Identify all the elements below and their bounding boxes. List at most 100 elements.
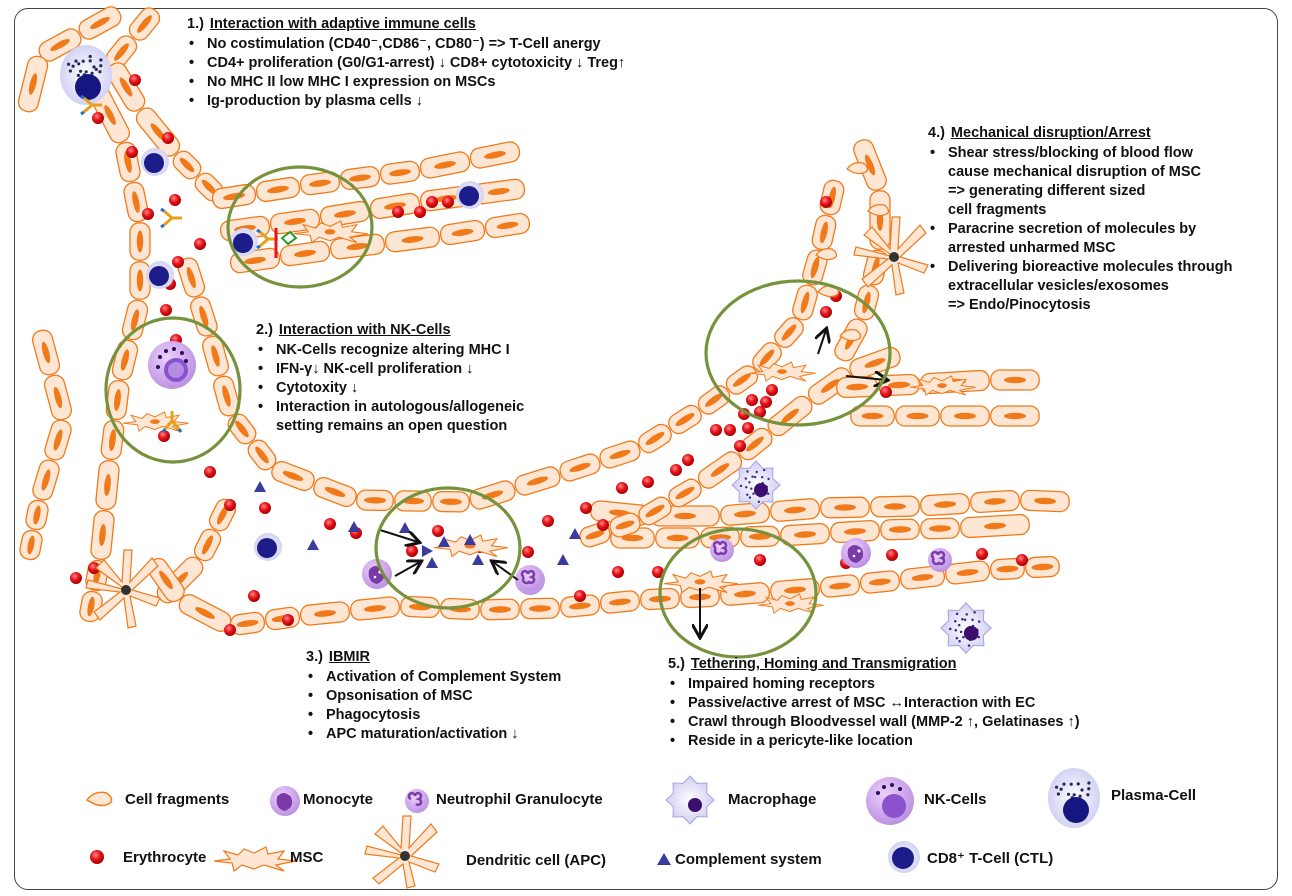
erythrocyte <box>158 430 170 442</box>
endothelial-nucleus <box>217 505 228 525</box>
endothelial-nucleus <box>202 535 213 555</box>
neutrophil-icon <box>405 789 429 813</box>
erythrocyte <box>710 424 722 436</box>
msc <box>909 375 976 397</box>
section-5-bullet: Reside in a pericyte-like location <box>668 732 1080 751</box>
endothelial-cell <box>860 570 900 594</box>
endothelial-nucleus <box>569 462 591 473</box>
cd8-t-cell <box>456 181 484 209</box>
endothelial-cell <box>202 335 229 377</box>
cd8-t-cell <box>254 533 282 561</box>
endothelial-cell <box>100 419 125 461</box>
arrow <box>394 562 420 577</box>
complement-protein <box>464 534 476 545</box>
section-3-title: IBMIR <box>328 649 371 665</box>
arrow <box>818 330 826 355</box>
erythrocyte <box>880 386 892 398</box>
endothelial-nucleus <box>201 179 217 195</box>
endothelial-nucleus <box>846 383 868 391</box>
msc-icon <box>213 846 297 873</box>
endothelial-cell <box>899 565 946 590</box>
endothelial-nucleus <box>844 528 866 535</box>
endothelial-nucleus <box>781 408 799 424</box>
erythrocyte <box>670 464 682 476</box>
endothelial-cell <box>480 598 520 621</box>
endothelial-nucleus <box>236 619 259 628</box>
erythrocyte <box>754 406 766 418</box>
endothelial-nucleus <box>120 349 130 371</box>
endothelial-nucleus <box>675 413 695 426</box>
cell-fragment <box>817 285 840 298</box>
endothelial-cell <box>599 440 641 469</box>
vessel-segment <box>590 489 1070 527</box>
endothelial-cell <box>830 519 880 544</box>
endothelial-cell <box>1025 555 1060 579</box>
endothelial-cell <box>300 601 350 626</box>
endothelial-cell <box>850 405 895 427</box>
section-3-bullet: APC maturation/activation ↓ <box>306 725 561 744</box>
figure-frame <box>14 8 1278 890</box>
interaction-circles <box>104 165 892 659</box>
endothelial-cell <box>668 404 702 435</box>
endothelial-nucleus <box>211 345 220 367</box>
endothelial-nucleus <box>401 236 424 243</box>
erythrocyte <box>204 466 216 478</box>
plasma-cell-icon <box>1048 768 1100 828</box>
endothelial-nucleus <box>186 266 196 289</box>
msc <box>663 570 738 594</box>
vessel-segment <box>850 405 1040 427</box>
endothelial-cell <box>920 517 960 540</box>
endothelial-cell <box>105 379 130 421</box>
endothelial-nucleus <box>749 533 771 540</box>
complement-protein <box>438 536 450 547</box>
endothelial-cell <box>189 296 218 337</box>
endothelial-cell <box>836 375 878 399</box>
cd8-t-cell <box>141 148 169 176</box>
endothelial-nucleus <box>114 43 129 61</box>
complement-protein <box>254 481 266 492</box>
cd8-t-cell <box>230 228 258 256</box>
section-2-bullet: Cytotoxity ↓ <box>256 379 524 398</box>
section-1-bullet: CD4+ proliferation (G0/G1-arrest) ↓ CD8+… <box>187 54 625 73</box>
endothelial-nucleus <box>159 570 173 590</box>
section-5-bullet: Passive/active arrest of MSC ↔Interactio… <box>668 694 1080 713</box>
endothelial-cell <box>559 453 601 482</box>
macrophage <box>940 602 992 654</box>
endothelial-nucleus <box>53 386 63 409</box>
endothelial-nucleus <box>784 586 806 594</box>
endothelial-nucleus <box>862 291 871 314</box>
section-2-nk-cells: 2.)Interaction with NK-Cells NK-Cells re… <box>256 321 524 436</box>
vessel-segment <box>17 6 122 113</box>
section-3-number: 3.) <box>306 649 323 665</box>
section-4-title: Mechanical disruption/Arrest <box>950 125 1151 141</box>
endothelial-nucleus <box>645 432 665 445</box>
endothelial-nucleus <box>90 17 110 29</box>
endothelial-nucleus <box>136 230 144 253</box>
complement-protein <box>557 554 569 565</box>
endothelial-cell <box>31 329 61 376</box>
endothelial-nucleus <box>267 185 289 194</box>
endothelial-cell <box>880 518 920 541</box>
endothelial-nucleus <box>53 429 63 451</box>
erythrocyte-icon <box>90 850 104 864</box>
complement-protein <box>569 528 581 539</box>
section-4-bullet-cont: cell fragments <box>948 202 1047 218</box>
erythrocyte <box>88 562 100 574</box>
endothelial-nucleus <box>820 379 840 393</box>
endothelial-nucleus <box>829 582 851 590</box>
endothelial-nucleus <box>314 610 336 617</box>
endothelial-nucleus <box>124 151 132 173</box>
endothelial-nucleus <box>33 505 41 525</box>
interaction-circle <box>658 527 818 659</box>
arrow <box>379 529 418 542</box>
erythrocyte <box>406 545 418 557</box>
endothelial-cell <box>384 226 441 253</box>
section-4-bullet-cont: => Endo/Pinocytosis <box>948 297 1091 313</box>
section-4-bullet: Delivering bioreactive molecules through <box>928 258 1232 277</box>
endothelial-nucleus <box>666 534 689 542</box>
endothelial-cell <box>135 107 181 157</box>
endothelial-cell <box>940 405 990 427</box>
erythrocyte <box>126 146 138 158</box>
endothelial-nucleus <box>255 446 269 464</box>
endothelial-nucleus <box>956 569 979 576</box>
